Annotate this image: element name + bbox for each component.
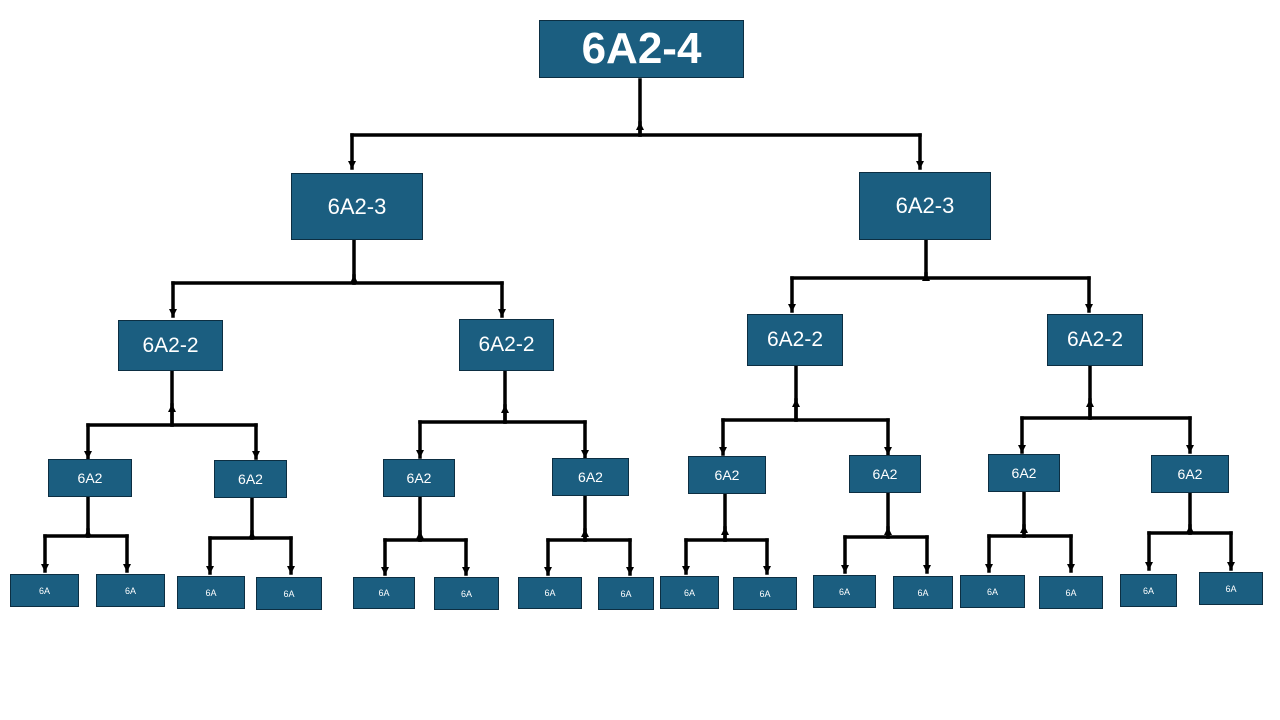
leaf-node: 6A bbox=[1120, 574, 1177, 607]
leaf-node: 6A bbox=[10, 574, 79, 607]
leaf-node: 6A bbox=[96, 574, 165, 607]
level1-node: 6A2-3 bbox=[291, 173, 423, 240]
leaf-node: 6A bbox=[434, 577, 499, 610]
leaf-node: 6A bbox=[353, 577, 415, 609]
level3-node: 6A2 bbox=[849, 455, 921, 493]
level3-node: 6A2 bbox=[552, 458, 629, 496]
leaf-node: 6A bbox=[598, 577, 654, 610]
level2-node: 6A2-2 bbox=[747, 314, 843, 366]
leaf-node: 6A bbox=[813, 575, 876, 608]
level2-node: 6A2-2 bbox=[459, 319, 554, 371]
root-node: 6A2-4 bbox=[539, 20, 744, 78]
level3-node: 6A2 bbox=[1151, 455, 1229, 493]
leaf-node: 6A bbox=[1199, 572, 1263, 605]
leaf-node: 6A bbox=[1039, 576, 1103, 609]
leaf-node: 6A bbox=[893, 576, 953, 609]
leaf-node: 6A bbox=[660, 576, 719, 609]
leaf-node: 6A bbox=[518, 577, 582, 609]
level3-node: 6A2 bbox=[48, 459, 132, 497]
level2-node: 6A2-2 bbox=[118, 320, 223, 371]
level3-node: 6A2 bbox=[214, 460, 287, 498]
leaf-node: 6A bbox=[733, 577, 797, 610]
level2-node: 6A2-2 bbox=[1047, 314, 1143, 366]
level3-node: 6A2 bbox=[988, 454, 1060, 492]
leaf-node: 6A bbox=[256, 577, 322, 610]
level1-node: 6A2-3 bbox=[859, 172, 991, 240]
leaf-node: 6A bbox=[177, 576, 245, 609]
leaf-node: 6A bbox=[960, 575, 1025, 608]
level3-node: 6A2 bbox=[383, 459, 455, 497]
level3-node: 6A2 bbox=[688, 456, 766, 494]
